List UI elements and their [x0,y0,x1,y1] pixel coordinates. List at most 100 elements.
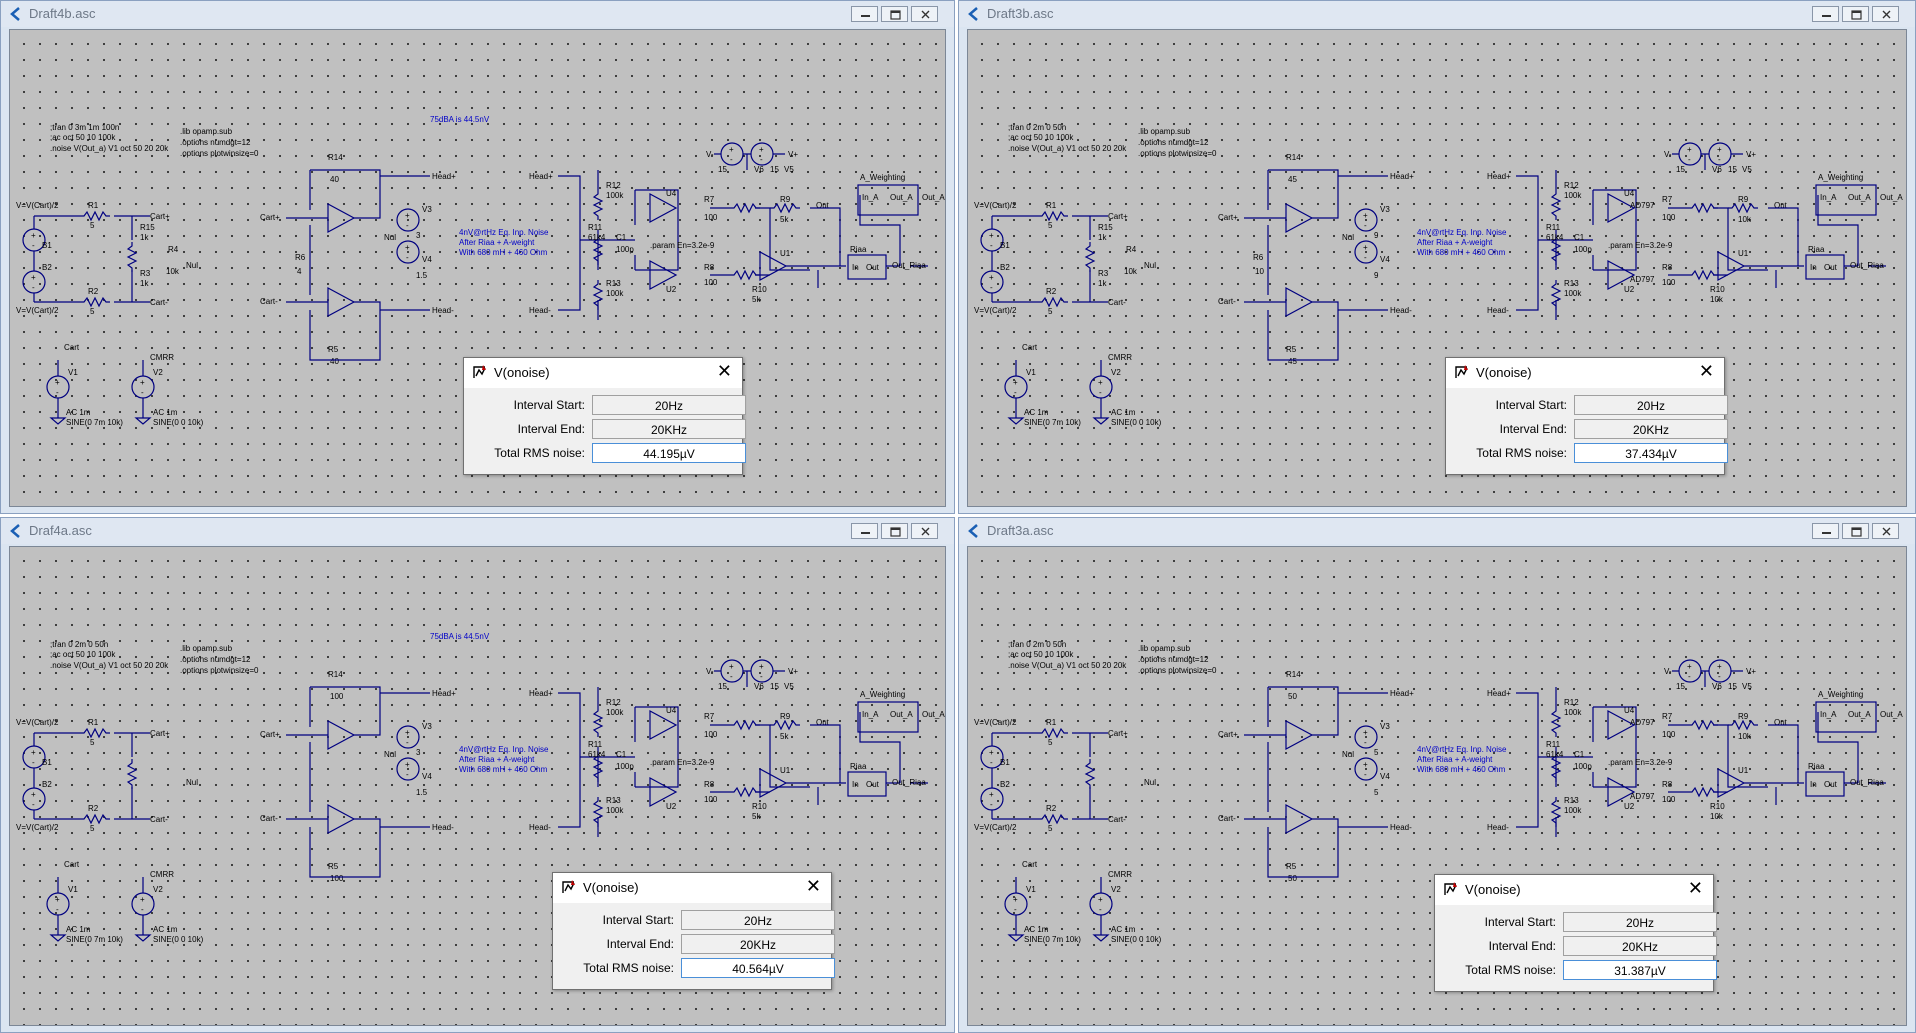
resistor-symbol [1688,269,1718,281]
interval-end-field[interactable]: 20KHz [592,419,746,439]
schematic-label: R12 [606,181,621,190]
close-button[interactable] [911,6,938,22]
svg-text:-: - [760,672,763,681]
dialog-close-button[interactable]: ✕ [1688,879,1703,897]
noise-result-dialog[interactable]: V(onoise) ✕ Interval Start: 20Hz Interva… [1445,357,1728,475]
schematic-label: V5 [784,165,794,174]
window-titlebar[interactable]: Draf4a.asc [1,518,954,544]
dialog-close-button[interactable]: ✕ [1699,362,1714,380]
noise-result-dialog[interactable]: V(onoise) ✕ Interval Start: 20Hz Interva… [1434,874,1717,992]
schematic-label: AC 1m [1111,925,1136,934]
schematic-label: AC 1m [66,408,91,417]
riaa-block [847,771,887,797]
wire [859,712,928,784]
v6-source-symbol: +- [1678,659,1702,683]
schematic-label: R7 [704,712,715,721]
schematic-label: 100 [1662,278,1676,287]
wire [114,215,150,303]
schematic-canvas[interactable]: ;tran 0 2m 0 50n ;ac oct 50 10 100k .noi… [967,546,1907,1026]
schematic-label: R1 [88,718,99,727]
schematic-drawing: ;tran 0 3m 1m 100n ;ac oct 50 10 100k .n… [16,115,945,427]
schematic-label: Nul [186,261,198,270]
waveform-dialog-icon [562,880,575,893]
dialog-titlebar[interactable]: V(onoise) ✕ [1446,358,1724,388]
v2-source-symbol: +- [1089,375,1113,399]
resistor-symbol [770,202,800,214]
window-titlebar[interactable]: Draft3a.asc [959,518,1915,544]
schematic-label: Riaa [1808,245,1825,254]
schematic-label: V4 [422,772,432,781]
dialog-titlebar[interactable]: V(onoise) ✕ [1435,875,1713,905]
ltspice-app-icon [10,524,20,538]
svg-text:-: - [406,221,409,230]
close-button[interactable] [911,523,938,539]
total-rms-noise-field[interactable]: 40.564µV [681,958,835,978]
resistor-symbol [1550,752,1562,782]
schematic-label: R6 [1253,253,1264,262]
svg-text:-: - [990,283,993,292]
maximize-button[interactable] [1842,6,1869,22]
schematic-label: 100 [330,874,344,883]
minimize-button[interactable] [1812,6,1839,22]
interval-end-field[interactable]: 20KHz [1563,936,1717,956]
svg-text:+: + [1098,895,1103,904]
close-button[interactable] [1872,523,1899,539]
schematic-label: 100 [1662,795,1676,804]
interval-start-field[interactable]: 20Hz [681,910,835,930]
dialog-titlebar[interactable]: V(onoise) ✕ [464,358,742,388]
total-rms-noise-field[interactable]: 31.387µV [1563,960,1717,980]
comment-note: 4nV@rtHz Eq. Inp. Noise [459,228,549,237]
interval-start-field[interactable]: 20Hz [1563,912,1717,932]
b2-source-symbol: +- [22,270,46,294]
window-titlebar[interactable]: Draft4b.asc [1,1,954,27]
interval-end-field[interactable]: 20KHz [681,934,835,954]
svg-text:-: - [1099,388,1102,397]
ltspice-app-icon [10,7,20,21]
schematic-label: R2 [88,287,99,296]
svg-text:+: + [140,895,145,904]
minimize-button[interactable] [1812,523,1839,539]
window-titlebar[interactable]: Draft3b.asc [959,1,1915,27]
schematic-label: V6 [1712,682,1722,691]
minimize-button[interactable] [851,6,878,22]
close-button[interactable] [1872,6,1899,22]
svg-text:+: + [729,145,734,154]
schematic-label: Cart- [1218,814,1236,823]
interval-start-field[interactable]: 20Hz [1574,395,1728,415]
schematic-window-draft4b[interactable]: Draft4b.asc ;tran 0 3m 1m 100n ;ac oct 5… [0,0,955,514]
dialog-titlebar[interactable]: V(onoise) ✕ [553,873,831,903]
schematic-canvas[interactable]: ;tran 0 2m 0 50n ;ac oct 50 10 100k .noi… [967,29,1907,507]
schematic-label: R1 [88,201,99,210]
schematic-label: U2 [1624,285,1635,294]
schematic-label: R9 [1738,712,1749,721]
noise-result-dialog[interactable]: V(onoise) ✕ Interval Start: 20Hz Interva… [552,872,835,990]
svg-text:+: + [1013,895,1018,904]
ground-symbol [134,417,152,425]
schematic-label: SINE(0 7m 10k) [1024,418,1081,427]
interval-start-field[interactable]: 20Hz [592,395,746,415]
dialog-close-button[interactable]: ✕ [806,877,821,895]
resistor-symbol [1688,719,1718,731]
schematic-label: Out [866,780,880,789]
minimize-button[interactable] [851,523,878,539]
maximize-button[interactable] [881,6,908,22]
total-rms-noise-field[interactable]: 37.434µV [1574,443,1728,463]
schematic-window-draf4a[interactable]: Draf4a.asc ;tran 0 2m 0 50n ;ac oct 50 1… [0,517,955,1033]
interval-end-field[interactable]: 20KHz [1574,419,1728,439]
schematic-label: Head- [1390,823,1412,832]
svg-text:+: + [989,748,994,757]
schematic-window-draft3b[interactable]: Draft3b.asc ;tran 0 2m 0 50n ;ac oct 50 … [958,0,1916,514]
schematic-label: B2 [1000,780,1010,789]
noise-result-dialog[interactable]: V(onoise) ✕ Interval Start: 20Hz Interva… [463,357,746,475]
schematic-label: Cart- [150,298,168,307]
wire [786,207,846,267]
schematic-window-draft3a[interactable]: Draft3a.asc ;tran 0 2m 0 50n ;ac oct 50 … [958,517,1916,1033]
dialog-close-button[interactable]: ✕ [717,362,732,380]
total-rms-noise-field[interactable]: 44.195µV [592,443,746,463]
maximize-button[interactable] [1842,523,1869,539]
maximize-button[interactable] [881,523,908,539]
comment-note: After Riaa + A-weight [459,755,535,764]
schematic-label: AC 1m [153,925,178,934]
wire [286,686,430,878]
svg-text:+: + [759,662,764,671]
